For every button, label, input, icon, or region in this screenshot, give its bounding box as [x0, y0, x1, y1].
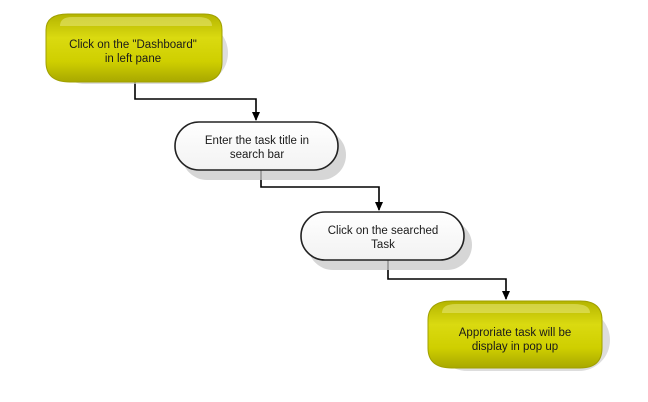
- step-2-line-1: Enter the task title in: [205, 135, 309, 147]
- end-terminal-node: Approriate task will be display in pop u…: [427, 300, 610, 371]
- connector-arrow-1-to-2: [134, 82, 260, 121]
- step-3-line-2: Task: [371, 239, 395, 251]
- step-4-line-1: Approriate task will be: [459, 327, 572, 339]
- process-node-enter-title: Enter the task title in search bar: [174, 121, 346, 180]
- step-3-line-1: Click on the searched: [328, 225, 439, 237]
- step-4-line-2: display in pop up: [472, 341, 558, 353]
- process-node-click-task: Click on the searched Task: [300, 211, 472, 270]
- step-2-line-2: search bar: [230, 149, 285, 161]
- step-1-line-2: in left pane: [105, 53, 161, 65]
- step-1-line-1: Click on the "Dashboard": [69, 39, 197, 51]
- start-terminal-node: Click on the "Dashboard" in left pane: [45, 13, 228, 84]
